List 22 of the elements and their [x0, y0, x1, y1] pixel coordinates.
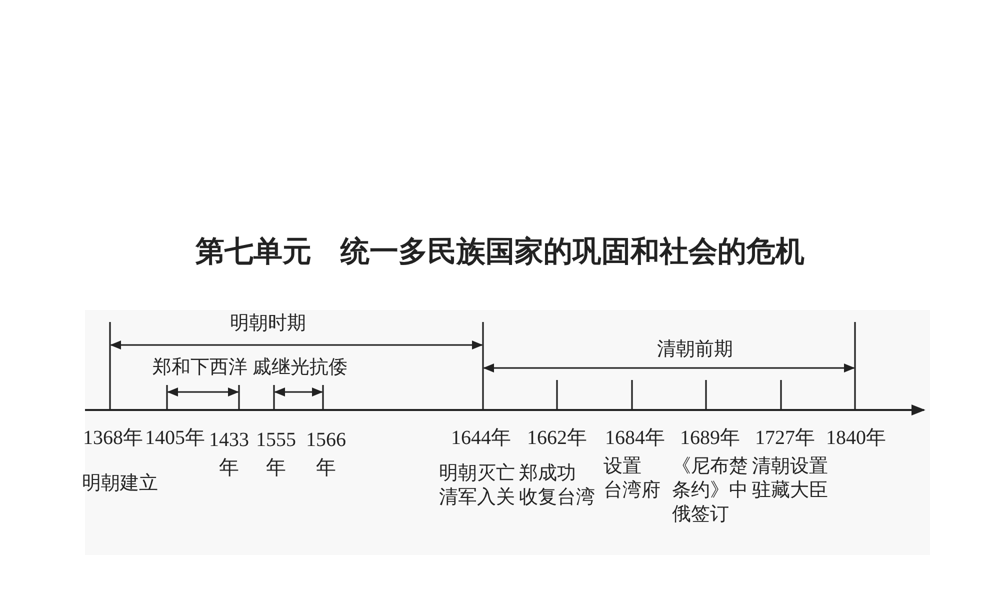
event-label: 清朝设置驻藏大臣: [752, 455, 828, 503]
event-label: 明朝灭亡清军入关: [439, 462, 515, 510]
year-label: 1662年: [527, 426, 587, 450]
year-label: 1727年: [755, 426, 815, 450]
event-label: 设置台湾府: [604, 455, 660, 503]
year-label: 1368年: [83, 426, 143, 450]
period-label: 明朝时期: [230, 312, 306, 336]
year-label: 1566年: [305, 428, 347, 481]
year-label: 1555年: [255, 428, 297, 481]
event-label: 《尼布楚条约》中俄签订: [672, 455, 748, 527]
year-label: 1684年: [605, 426, 665, 450]
year-label: 1840年: [826, 426, 886, 450]
period-label: 郑和下西洋: [152, 356, 248, 380]
period-label: 清朝前期: [657, 338, 733, 362]
year-label: 1405年: [145, 426, 205, 450]
period-label: 戚继光抗倭: [252, 356, 348, 380]
event-label: 明朝建立: [82, 472, 158, 496]
event-label: 郑成功收复台湾: [519, 462, 595, 510]
title: 第七单元 统一多民族国家的巩固和社会的危机: [194, 233, 806, 270]
year-label: 1689年: [680, 426, 740, 450]
year-label: 1644年: [451, 426, 511, 450]
year-label: 1433年: [208, 428, 250, 481]
